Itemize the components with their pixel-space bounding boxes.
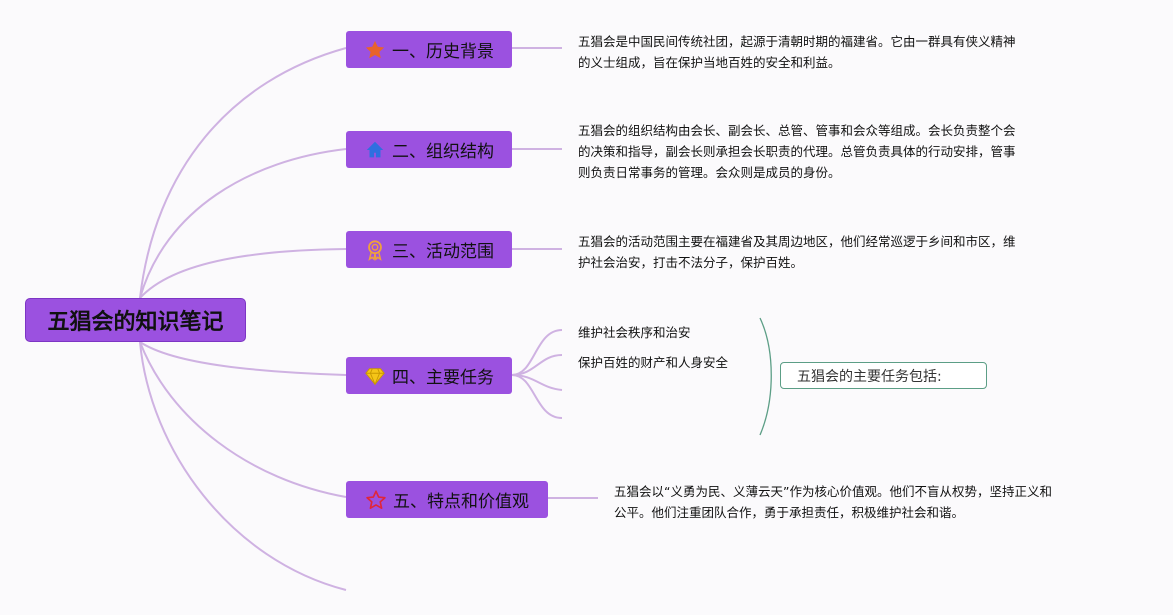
connector-branch-2 [139,148,347,299]
branch-history-label: 一、历史背景 [392,42,494,62]
connector-item-4 [511,374,563,419]
branch-activity-scope[interactable]: 三、活动范围 [346,231,512,268]
red-star-outline-icon [365,489,387,511]
organization-desc-line: 的决策和指导，副会长则承担会长职责的代理。总管负责具体的行动安排，管事 [578,144,1016,159]
task-item: 维护社会秩序和治安 [578,325,691,340]
connector-branch-3 [139,248,347,299]
summary-bracket [759,317,772,436]
history-desc-line: 的义士组成，旨在保护当地百姓的安全和利益。 [578,55,841,70]
branch-organization-label: 二、组织结构 [392,142,494,162]
branch-values-label: 五、特点和价值观 [393,492,529,512]
values-desc-line: 公平。他们注重团队合作，勇于承担责任，积极维护社会和谐。 [614,505,965,520]
connector-branch-4 [139,341,347,376]
values-description: 五猖会以“义勇为民、义薄云天”作为核心价值观。他们不盲从权势，坚持正义和 公平。… [614,481,1052,523]
branch-main-tasks-label: 四、主要任务 [392,368,494,388]
activity-scope-desc-line: 五猖会的活动范围主要在福建省及其周边地区，他们经常巡逻于乡间和市区，维 [578,234,1016,249]
activity-scope-desc-line: 护社会治安，打击不法分子，保护百姓。 [578,255,804,270]
tasks-summary-box[interactable]: 五猖会的主要任务包括: [780,362,987,389]
organization-description: 五猖会的组织结构由会长、副会长、总管、管事和会众等组成。会长负责整个会 的决策和… [578,120,1016,183]
connector-branch-5 [139,341,347,498]
task-item: 保护百姓的财产和人身安全 [578,355,729,370]
award-medal-icon [364,239,386,261]
orange-star-icon [364,39,386,61]
values-desc-line: 五猖会以“义勇为民、义薄云天”作为核心价值观。他们不盲从权势，坚持正义和 [614,484,1052,499]
history-description: 五猖会是中国民间传统社团，起源于清朝时期的福建省。它由一群具有侠义精神 的义士组… [578,31,1016,73]
root-node[interactable]: 五猖会的知识笔记 [25,298,246,342]
history-desc-line: 五猖会是中国民间传统社团，起源于清朝时期的福建省。它由一群具有侠义精神 [578,34,1016,49]
tasks-summary-text: 五猖会的主要任务包括: [797,368,942,385]
connector-extra [139,341,347,591]
branch-values[interactable]: 五、特点和价值观 [346,481,548,518]
branch-main-tasks[interactable]: 四、主要任务 [346,357,512,394]
organization-desc-line: 五猖会的组织结构由会长、副会长、总管、管事和会众等组成。会长负责整个会 [578,123,1016,138]
connector-branch-1 [139,47,347,299]
root-title: 五猖会的知识笔记 [47,310,224,335]
yellow-diamond-icon [364,365,386,387]
connector-item-1 [511,329,563,376]
branch-organization[interactable]: 二、组织结构 [346,131,512,168]
organization-desc-line: 则负责日常事务的管理。会众则是成员的身份。 [578,165,841,180]
branch-history[interactable]: 一、历史背景 [346,31,512,68]
activity-scope-description: 五猖会的活动范围主要在福建省及其周边地区，他们经常巡逻于乡间和市区，维 护社会治… [578,231,1016,273]
blue-house-icon [364,139,386,161]
branch-activity-scope-label: 三、活动范围 [392,242,494,262]
